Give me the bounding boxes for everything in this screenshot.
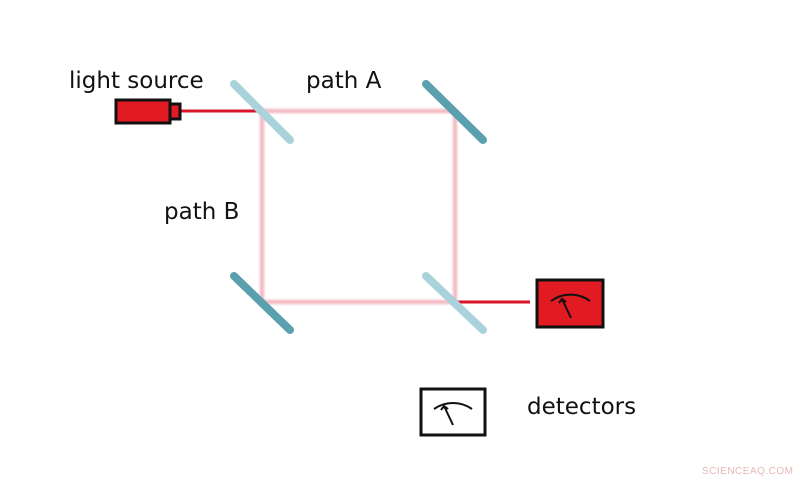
path-b-label: path B [164, 199, 239, 225]
faint-beam-paths [260, 109, 457, 304]
beam-splitter-bottom-right [422, 272, 487, 334]
watermark-text: SCIENCEAQ.COM [702, 466, 794, 477]
light-source-label: light source [69, 68, 204, 94]
detectors-label: detectors [527, 394, 636, 420]
laser-pointer-icon [114, 98, 182, 125]
beam-splitter-top-left [230, 80, 294, 144]
path-a-label: path A [306, 68, 382, 94]
detector-legend-icon [419, 387, 487, 437]
mirror-top-right [422, 80, 487, 144]
analog-meter-icon [535, 278, 605, 329]
mirror-bottom-left [230, 272, 294, 334]
